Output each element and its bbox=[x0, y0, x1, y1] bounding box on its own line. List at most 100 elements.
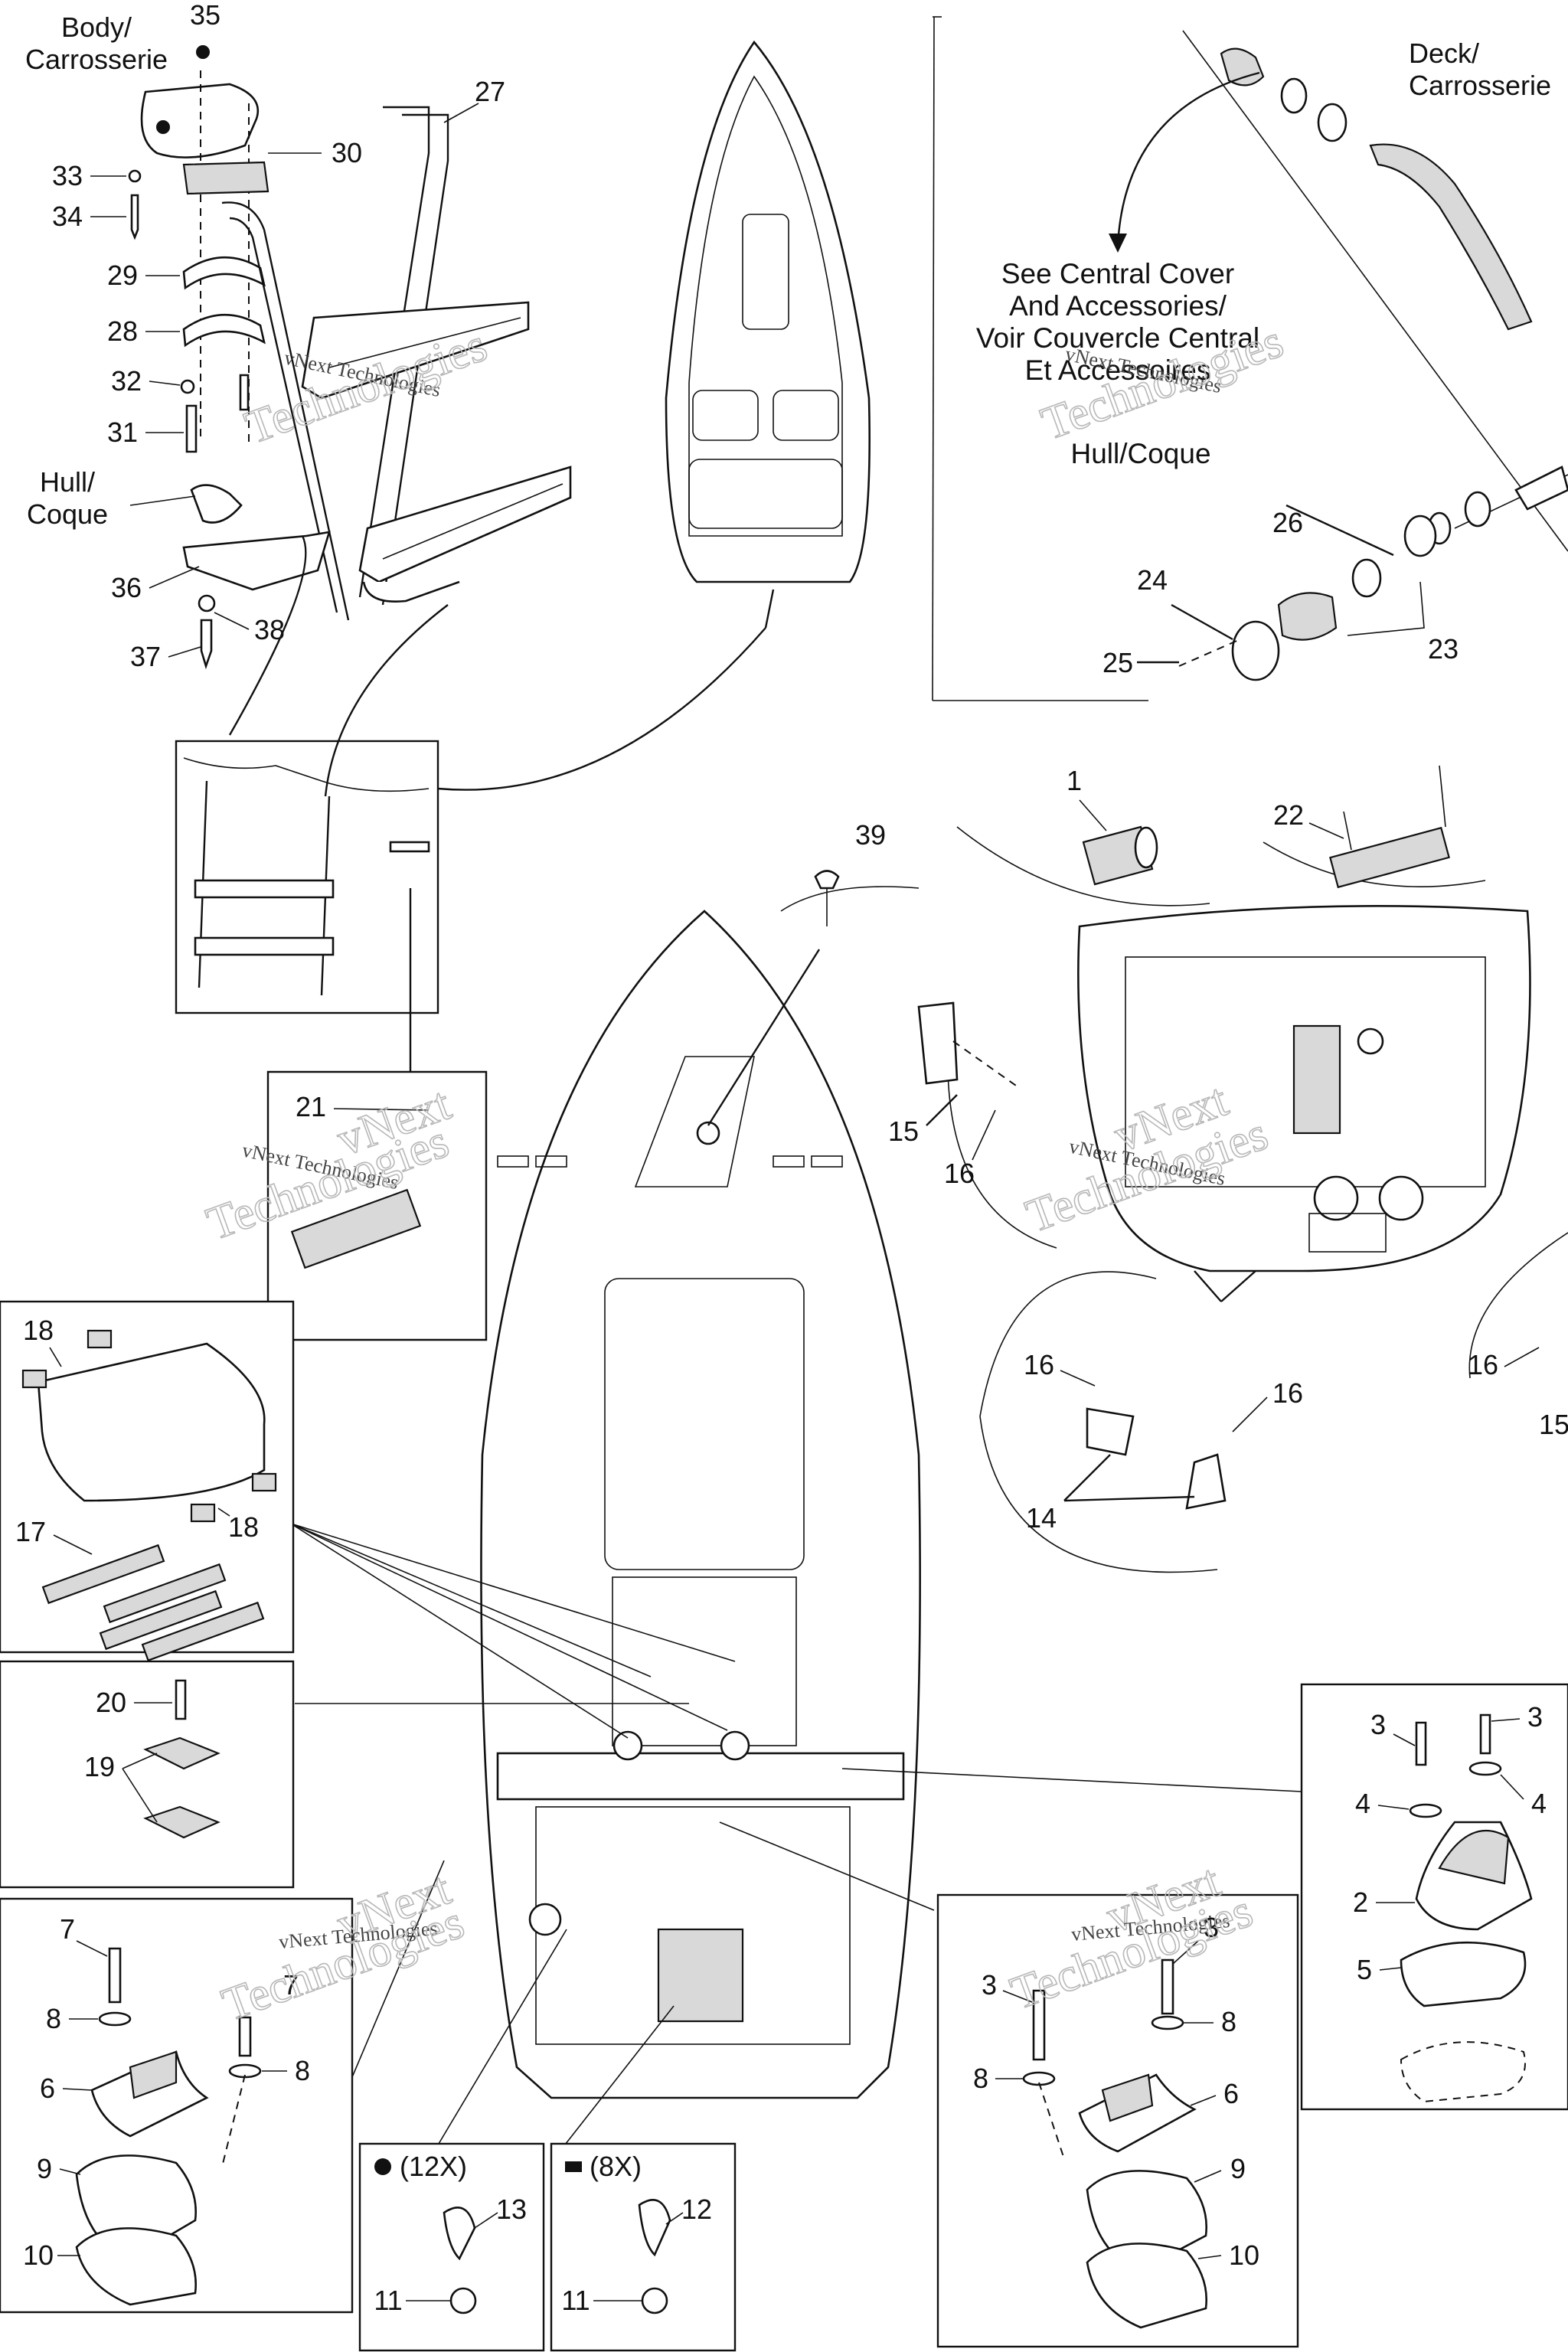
callout-14: 14 bbox=[1026, 1502, 1057, 1534]
plate-5 bbox=[1400, 1941, 1527, 2007]
screw-axis-25 bbox=[1178, 639, 1241, 667]
boat-outline bbox=[665, 40, 871, 583]
callout-18: 18 bbox=[23, 1315, 54, 1346]
bracket-line bbox=[932, 16, 935, 701]
clamp-inset: (12X) bbox=[358, 2142, 545, 2352]
leader-14-stern2 bbox=[1220, 1270, 1256, 1302]
zoom-circle-right bbox=[1468, 1232, 1568, 1379]
leader-17c bbox=[290, 1523, 736, 1662]
part21-inset bbox=[266, 888, 488, 1341]
bolt-3a bbox=[1161, 1958, 1174, 2015]
leader-17a bbox=[53, 1534, 93, 1555]
callout-6: 6 bbox=[40, 2073, 55, 2104]
callout-7b: 7 bbox=[283, 1969, 299, 2001]
block-19a bbox=[143, 1736, 220, 1770]
zoom-arc-2 bbox=[1263, 841, 1486, 887]
zoom-circle-39 bbox=[780, 886, 920, 912]
callout-3b: 3 bbox=[982, 1969, 997, 2001]
callout-30: 30 bbox=[332, 137, 362, 168]
bracket-14a bbox=[1086, 1407, 1135, 1456]
callout-3d: 3 bbox=[1527, 1701, 1543, 1733]
tie-inset: (8X) bbox=[550, 2142, 737, 2352]
inset-19-20 bbox=[0, 1660, 295, 1889]
leader-16 bbox=[972, 1109, 996, 1161]
washer-4b bbox=[1468, 1761, 1502, 1776]
leader-10b bbox=[1197, 2255, 1222, 2259]
leader-hull bbox=[129, 495, 196, 506]
label-coque: Coque bbox=[27, 498, 108, 530]
pad-18b bbox=[21, 1369, 47, 1389]
callout-16b: 16 bbox=[1024, 1349, 1054, 1380]
qty-tie: (8X) bbox=[590, 2151, 642, 2182]
spacer-plate bbox=[182, 161, 270, 195]
strip-17d bbox=[141, 1601, 265, 1662]
ladder-inset bbox=[175, 535, 766, 1014]
clamp-13 bbox=[443, 2207, 476, 2261]
callout-23: 23 bbox=[1428, 633, 1459, 665]
callout-34: 34 bbox=[52, 201, 83, 232]
leader-26 bbox=[1285, 504, 1394, 557]
leader-bumper-left bbox=[336, 1860, 445, 2114]
leader-27 bbox=[443, 103, 479, 123]
leader-6 bbox=[62, 2088, 93, 2091]
leader-15 bbox=[926, 1094, 958, 1126]
bow-hole-39 bbox=[696, 1121, 720, 1145]
plate-10r bbox=[1086, 2243, 1207, 2329]
callout-26: 26 bbox=[1272, 507, 1303, 538]
panel-divider-1 bbox=[1182, 30, 1568, 552]
callout-12: 12 bbox=[681, 2194, 712, 2225]
screw-34 bbox=[130, 194, 139, 240]
zoom-circle-14-top bbox=[979, 1271, 1157, 1417]
leader-13a bbox=[474, 2212, 498, 2229]
cap-1-end bbox=[1134, 826, 1158, 869]
bumper-2-rubber bbox=[1438, 1830, 1510, 1885]
label-deck: Deck/ bbox=[1409, 38, 1479, 69]
leader-4b bbox=[1500, 1774, 1524, 1800]
hull-nut-26b bbox=[1403, 514, 1437, 557]
callout-28: 28 bbox=[107, 315, 138, 347]
hose-clamp-1 bbox=[1464, 491, 1491, 528]
leader-12a bbox=[665, 2212, 684, 2225]
leader-7 bbox=[76, 1940, 108, 1957]
leader-24 bbox=[1171, 603, 1233, 641]
callout-11b: 11 bbox=[561, 2285, 590, 2316]
strip-17a bbox=[41, 1544, 165, 1605]
qty-clamp: (12X) bbox=[400, 2151, 467, 2182]
ladder-step-upper bbox=[301, 301, 530, 400]
leader-14b bbox=[1063, 1495, 1195, 1502]
main-crossbeam bbox=[496, 1752, 905, 1801]
mount-15 bbox=[917, 1001, 1019, 1126]
plate-5-ghost bbox=[1400, 2041, 1526, 2103]
inset-17-18 bbox=[0, 1300, 295, 1662]
clamp-half-upper bbox=[182, 256, 266, 290]
bracket-14b bbox=[1185, 1453, 1227, 1510]
boat-rear-seat-r bbox=[773, 390, 839, 441]
leader-bumper-far bbox=[841, 1768, 1302, 1792]
hull-washer-26 bbox=[1351, 558, 1382, 598]
callout-10b: 10 bbox=[1229, 2239, 1259, 2271]
callout-31: 31 bbox=[107, 416, 138, 448]
boat-top-view bbox=[665, 40, 871, 629]
tie-12 bbox=[638, 2199, 671, 2257]
leader-1 bbox=[1079, 799, 1107, 831]
deck-nut bbox=[1317, 103, 1348, 142]
callout-19: 19 bbox=[84, 1751, 115, 1782]
leader-18a bbox=[49, 1347, 62, 1367]
leader-ladder-inset-2 bbox=[324, 604, 449, 797]
callout-21: 21 bbox=[296, 1091, 326, 1122]
leader-36 bbox=[149, 566, 200, 589]
drain-plug-23 bbox=[1277, 592, 1338, 641]
leader-17b bbox=[290, 1523, 728, 1731]
leader-16d bbox=[1504, 1347, 1540, 1367]
clamp-half-lower bbox=[182, 313, 266, 348]
callout-16c: 16 bbox=[1272, 1377, 1303, 1409]
leader-9 bbox=[59, 2168, 81, 2175]
callout-8b: 8 bbox=[295, 2055, 310, 2086]
strip-17c bbox=[99, 1589, 223, 1651]
leader-16c bbox=[1232, 1396, 1268, 1432]
bumper-6r-rubber bbox=[1101, 2073, 1154, 2122]
ladder-foot bbox=[362, 580, 460, 603]
ladder-rail-right-inner bbox=[229, 217, 338, 613]
main-boat bbox=[290, 910, 1302, 2148]
stern-step bbox=[1308, 1213, 1387, 1253]
